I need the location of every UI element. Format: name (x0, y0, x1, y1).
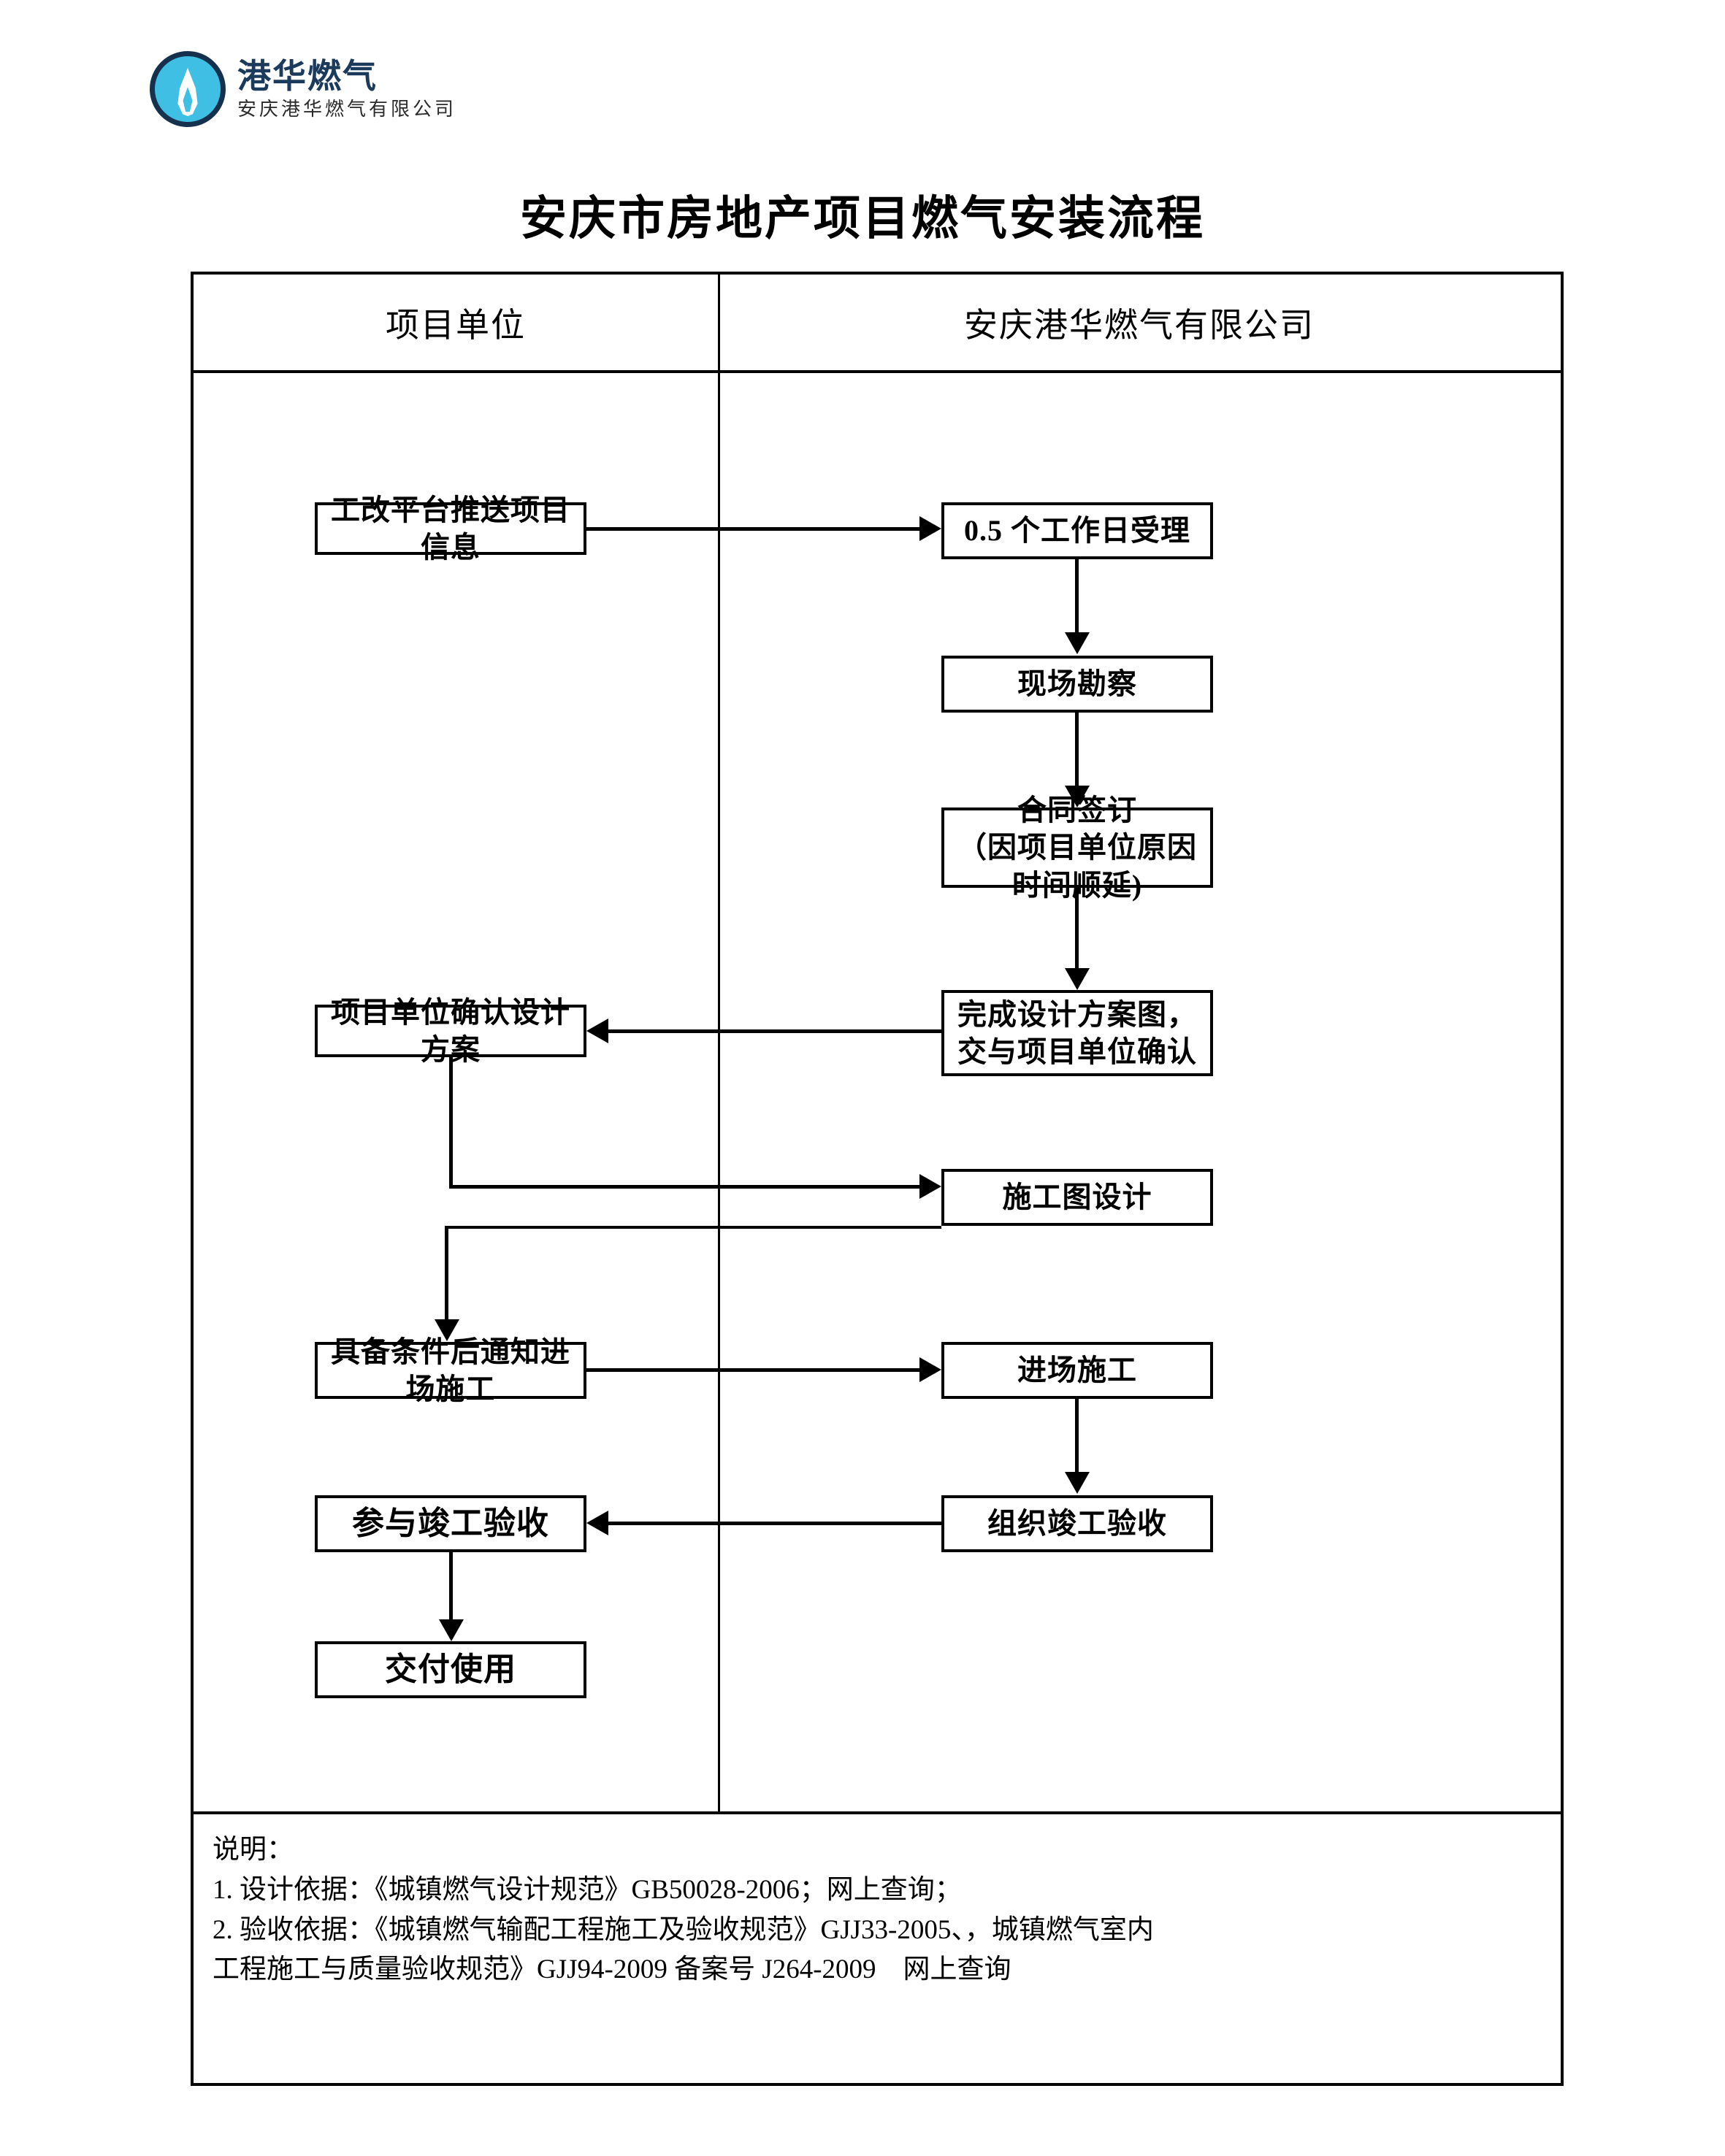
column-header-left: 项目单位 (386, 306, 526, 344)
node-confirm-design[interactable]: 项目单位确认设计方案 (315, 996, 586, 1066)
arrowhead-confirm-to-drawing (919, 1174, 941, 1199)
node-join-acceptance[interactable]: 参与竣工验收 (315, 1495, 586, 1552)
column-header-row: 项目单位 安庆港华燃气有限公司 (194, 275, 1561, 373)
node-label-line2: 交与项目单位确认 (957, 1035, 1197, 1068)
node-site-survey[interactable]: 现场勘察 (941, 656, 1213, 713)
arrowhead-survey-to-contract (1065, 786, 1090, 807)
page-title: 安庆市房地产项目燃气安装流程 (520, 192, 1205, 246)
connector-push-to-accept (586, 527, 921, 531)
node-contract-sign[interactable]: 合同签订 （因项目单位原因时间顺延) (941, 794, 1213, 902)
arrowhead-contract-to-design (1065, 968, 1090, 990)
connector-accept-to-survey (1075, 559, 1079, 632)
notes-line-2: 2. 验收依据：《城镇燃气输配工程施工及验收规范》GJJ33-2005、，城镇燃… (213, 1914, 1154, 1945)
connector-survey-to-contract (1075, 713, 1079, 786)
flame-shape (177, 68, 198, 116)
connector-drawing-left (445, 1226, 941, 1229)
column-header-right: 安庆港华燃气有限公司 (964, 306, 1315, 344)
flame-in-circle-icon (150, 51, 226, 127)
connector-contract-to-design (1075, 888, 1079, 968)
logo-company-name: 安庆港华燃气有限公司 (237, 98, 457, 120)
node-label: 施工图设计 (1002, 1181, 1152, 1214)
notes-heading: 说明： (213, 1835, 294, 1865)
node-label: 组织竣工验收 (987, 1507, 1167, 1541)
node-enter-site[interactable]: 进场施工 (941, 1342, 1213, 1399)
flowchart-frame: 项目单位 安庆港华燃气有限公司 工改平台推送项目信息 项目单位确认设计方案 具备… (191, 272, 1564, 2086)
node-organize-acceptance[interactable]: 组织竣工验收 (941, 1495, 1213, 1552)
connector-notify-to-enter (586, 1368, 921, 1372)
arrowhead-organize-to-join (586, 1511, 608, 1535)
arrowhead-enter-to-organize (1065, 1472, 1090, 1494)
node-label: 参与竣工验收 (352, 1505, 549, 1541)
connector-confirm-down (449, 1057, 453, 1189)
node-notify-entry[interactable]: 具备条件后通知进场施工 (315, 1335, 586, 1405)
node-label: 交付使用 (385, 1651, 516, 1687)
node-label: 0.5 个工作日受理 (964, 514, 1190, 548)
notes-line-1: 1. 设计依据：《城镇燃气设计规范》GB50028-2006；网上查询； (213, 1874, 962, 1905)
arrowhead-drawing-to-notify (435, 1319, 459, 1341)
connector-organize-to-join (608, 1522, 941, 1525)
connector-join-to-handover (449, 1552, 453, 1619)
node-push-info[interactable]: 工改平台推送项目信息 (315, 494, 586, 564)
connector-drawing-down (445, 1226, 448, 1319)
notes-line-3: 工程施工与质量验收规范》GJJ94-2009 备案号 J264-2009 网上查… (213, 1954, 1011, 1985)
company-logo: 港华燃气 安庆港华燃气有限公司 (150, 51, 456, 127)
arrowhead-accept-to-survey (1065, 632, 1090, 654)
logo-text-block: 港华燃气 安庆港华燃气有限公司 (237, 58, 456, 120)
notes-block: 说明： 1. 设计依据：《城镇燃气设计规范》GB50028-2006；网上查询；… (194, 1811, 1561, 2086)
column-divider (718, 275, 720, 1811)
node-label: 项目单位确认设计方案 (331, 995, 570, 1066)
connector-enter-to-organize (1075, 1399, 1079, 1472)
node-label: 现场勘察 (1017, 667, 1137, 701)
logo-brand-name: 港华燃气 (237, 56, 378, 96)
node-design-scheme[interactable]: 完成设计方案图， 交与项目单位确认 (941, 990, 1213, 1076)
node-label: 具备条件后通知进场施工 (331, 1335, 570, 1405)
node-construction-drawing[interactable]: 施工图设计 (941, 1169, 1213, 1226)
node-label: 进场施工 (1017, 1354, 1137, 1387)
arrowhead-join-to-handover (439, 1619, 464, 1641)
arrowhead-push-to-accept (919, 516, 941, 541)
node-label: 工改平台推送项目信息 (331, 493, 570, 564)
node-handover[interactable]: 交付使用 (315, 1641, 586, 1698)
arrowhead-notify-to-enter (919, 1357, 941, 1382)
connector-confirm-right (449, 1185, 921, 1189)
node-label-line1: 完成设计方案图， (957, 997, 1197, 1031)
connector-design-to-confirm (608, 1029, 941, 1033)
arrowhead-design-to-confirm (586, 1018, 608, 1043)
node-accept-half-workday[interactable]: 0.5 个工作日受理 (941, 502, 1213, 559)
